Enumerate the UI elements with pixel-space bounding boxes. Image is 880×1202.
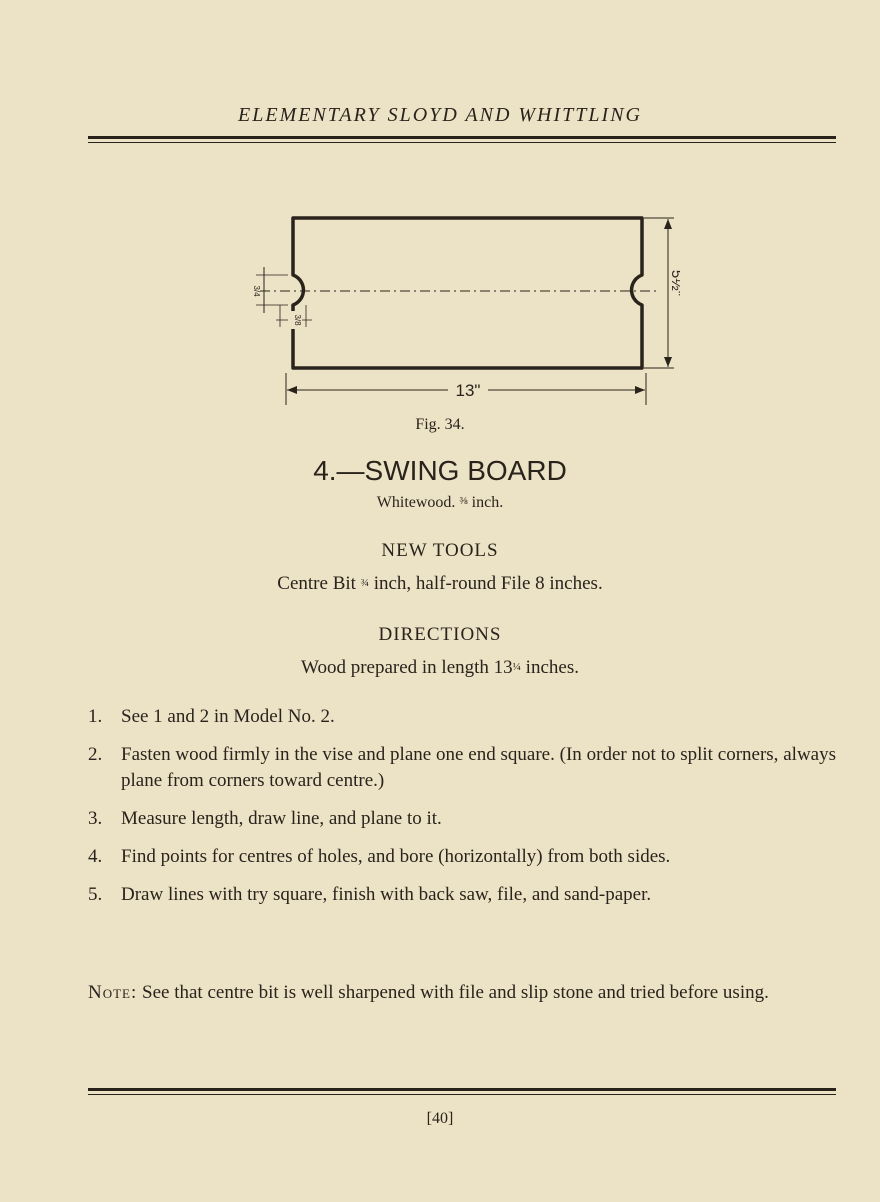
material-name: Whitewood. <box>376 494 456 511</box>
note: Note: See that centre bit is well sharpe… <box>88 980 869 1006</box>
notch-width-label: 3/4 <box>252 285 261 297</box>
footer-rule <box>88 1088 836 1095</box>
directions-prep: Wood prepared in length 13¼ inches. <box>0 657 880 679</box>
direction-item: 1. See 1 and 2 in Model No. 2. <box>88 704 836 730</box>
direction-item: 4. Find points for centres of holes, and… <box>88 844 836 870</box>
direction-item: 2. Fasten wood firmly in the vise and pl… <box>88 742 836 794</box>
note-label: Note: <box>88 982 138 1003</box>
running-head: ELEMENTARY SLOYD AND WHITTLING <box>238 104 642 126</box>
figure-34-diagram: 13" 5½" 3/4 3/8 <box>240 205 680 415</box>
prep-frac: ¼ <box>512 661 521 673</box>
direction-item: 3. Measure length, draw line, and plane … <box>88 806 836 832</box>
direction-number: 1. <box>88 706 103 727</box>
directions-heading: DIRECTIONS <box>378 624 502 645</box>
notch-offset-label: 3/8 <box>293 314 302 326</box>
tool-rest: inch, half-round File 8 inches. <box>373 573 603 594</box>
header-rule <box>88 136 836 143</box>
prep-text: Wood prepared in length 13 <box>301 657 513 678</box>
directions-list: 1. See 1 and 2 in Model No. 2. 2. Fasten… <box>88 704 836 920</box>
note-text: See that centre bit is well sharpened wi… <box>142 982 769 1003</box>
direction-text: Draw lines with try square, finish with … <box>121 884 652 905</box>
new-tools-text: Centre Bit ¾ inch, half-round File 8 inc… <box>0 573 880 595</box>
figure-caption: Fig. 34. <box>415 416 465 433</box>
direction-number: 5. <box>88 884 103 905</box>
direction-item: 5. Draw lines with try square, finish wi… <box>88 882 836 908</box>
length-label: 13" <box>456 381 481 400</box>
direction-text: Fasten wood firmly in the vise and plane… <box>121 744 836 791</box>
model-title: 4.—SWING BOARD <box>313 455 567 486</box>
direction-number: 2. <box>88 744 103 765</box>
material-line: Whitewood. ⅜ inch. <box>0 494 880 512</box>
board-outline <box>291 216 644 370</box>
tool-name: Centre Bit <box>277 573 356 594</box>
material-thickness: ⅜ <box>459 495 468 507</box>
prep-unit: inches. <box>525 657 579 678</box>
page-number: [40] <box>426 1110 454 1127</box>
direction-number: 3. <box>88 808 103 829</box>
direction-text: See 1 and 2 in Model No. 2. <box>121 706 335 727</box>
tool-size-frac: ¾ <box>360 577 369 589</box>
direction-number: 4. <box>88 846 103 867</box>
height-label: 5½" <box>668 270 680 296</box>
direction-text: Measure length, draw line, and plane to … <box>121 808 442 829</box>
material-unit: inch. <box>471 494 504 511</box>
new-tools-heading: NEW TOOLS <box>381 540 499 561</box>
direction-text: Find points for centres of holes, and bo… <box>121 846 671 867</box>
